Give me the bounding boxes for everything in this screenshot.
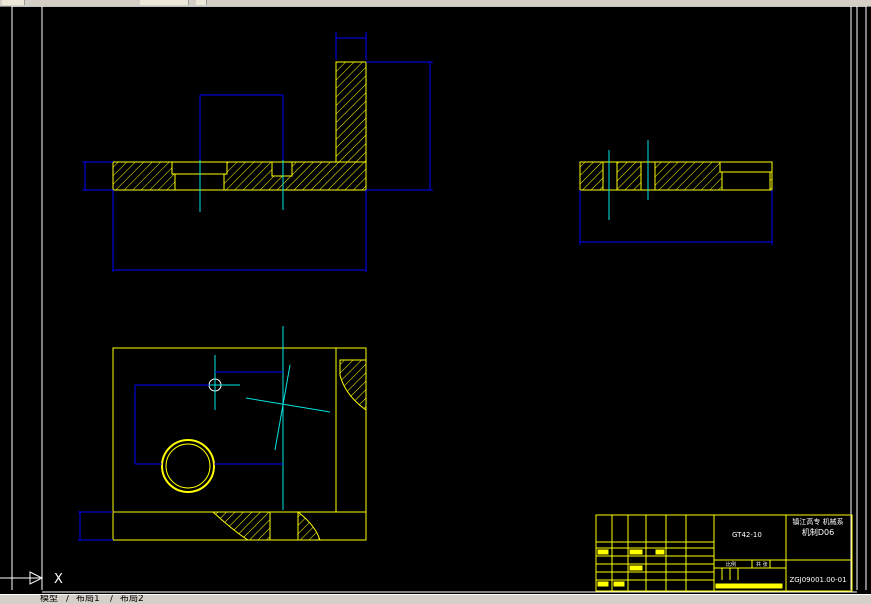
toolbar-button[interactable] [2, 0, 25, 5]
front-dimensions [82, 32, 433, 272]
slot-cut [271, 161, 293, 177]
bore-circle[interactable] [161, 439, 215, 493]
drawing-frame [11, 6, 867, 593]
side-counterbore-top [719, 161, 773, 173]
top-view[interactable] [78, 326, 367, 541]
ucs-icon [0, 571, 44, 585]
title-block[interactable] [595, 514, 853, 592]
side-dimensions [579, 190, 773, 245]
side-slot-1 [602, 161, 618, 191]
top-outline[interactable] [112, 347, 367, 541]
drawing-canvas[interactable]: GT42-10 镇江高专 机械系 机制D06 比例 共 张 ZGJ09001.0… [0, 6, 871, 596]
toolbar-button[interactable] [140, 0, 189, 5]
front-view[interactable] [82, 32, 433, 272]
title-label-sheets: 共 张 [756, 561, 768, 568]
tab-separator: / [66, 594, 70, 604]
title-drawing-number: ZGJ09001.00-01 [789, 576, 846, 584]
top-centerlines [200, 326, 331, 510]
layout-tabs-bar: 模型 / 布局1 / 布局2 [0, 594, 871, 604]
ucs-x-label: X [54, 572, 63, 587]
side-counterbore-hole [721, 171, 771, 191]
title-school-line1: 镇江高专 机械系 [792, 517, 843, 526]
tab-separator: / [110, 594, 114, 604]
title-school-line2: 机制D06 [802, 527, 834, 537]
side-view[interactable] [579, 140, 773, 245]
tab-layout2[interactable]: 布局2 [120, 594, 144, 604]
title-part-name: GT42-10 [732, 531, 762, 539]
title-label-scale: 比例 [726, 561, 736, 568]
tab-model[interactable]: 模型 [40, 594, 59, 604]
toolbar-button[interactable] [196, 0, 207, 5]
front-vertical-plate[interactable] [335, 61, 367, 163]
tab-layout1[interactable]: 布局1 [76, 594, 100, 604]
top-dimensions [78, 371, 283, 541]
front-base-plate[interactable] [112, 161, 367, 191]
